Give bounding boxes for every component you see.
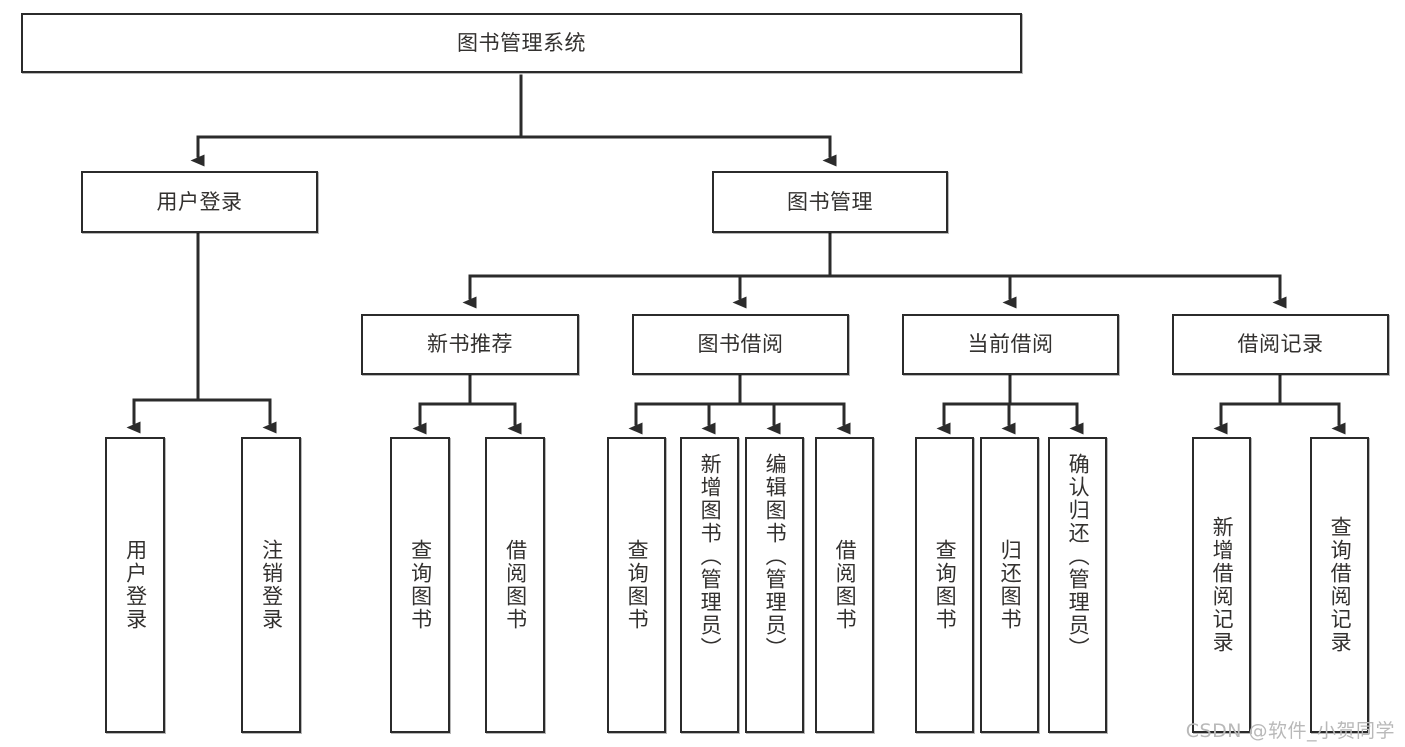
node-new-book-recommend[interactable]: 新书推荐 [361,314,579,375]
leaf-query-book-borrow[interactable]: 查询图书 [607,437,666,733]
node-label: 用户登录 [156,189,243,214]
node-book-borrow[interactable]: 图书借阅 [632,314,849,375]
leaf-label: 归还图书 [998,539,1023,631]
node-label: 图书管理系统 [457,30,586,55]
leaf-label: 新增借阅记录 [1210,516,1235,654]
node-borrow-records[interactable]: 借阅记录 [1172,314,1389,375]
leaf-label: 新增图书（管理员） [698,453,723,660]
leaf-borrow-book[interactable]: 借阅图书 [815,437,874,733]
leaf-label: 查询图书 [933,539,958,631]
leaf-label: 查询借阅记录 [1328,516,1353,654]
node-label: 新书推荐 [427,332,513,356]
node-user-login[interactable]: 用户登录 [81,171,318,233]
leaf-label: 编辑图书（管理员） [763,453,788,660]
leaf-edit-book-admin[interactable]: 编辑图书（管理员） [745,437,804,733]
node-label: 当前借阅 [967,332,1054,356]
leaf-add-book-admin[interactable]: 新增图书（管理员） [680,437,739,733]
leaf-label: 借阅图书 [503,539,528,631]
leaf-label: 确认归还（管理员） [1066,453,1091,660]
leaf-label: 查询图书 [408,539,433,631]
leaf-query-book-recommend[interactable]: 查询图书 [390,437,450,733]
node-label: 图书借阅 [697,332,784,356]
leaf-label: 查询图书 [625,539,650,631]
node-label: 借阅记录 [1237,332,1324,356]
leaf-label: 借阅图书 [833,539,858,631]
node-current-borrow[interactable]: 当前借阅 [902,314,1119,375]
leaf-return-book[interactable]: 归还图书 [980,437,1039,733]
node-root-system[interactable]: 图书管理系统 [21,13,1022,73]
node-book-management[interactable]: 图书管理 [712,171,948,233]
leaf-logout[interactable]: 注销登录 [241,437,301,733]
node-label: 图书管理 [787,189,873,214]
leaf-label: 注销登录 [259,539,284,631]
leaf-user-login[interactable]: 用户登录 [105,437,165,733]
leaf-query-borrow-record[interactable]: 查询借阅记录 [1310,437,1369,733]
leaf-query-book-current[interactable]: 查询图书 [915,437,974,733]
leaf-add-borrow-record[interactable]: 新增借阅记录 [1192,437,1251,733]
leaf-confirm-return-admin[interactable]: 确认归还（管理员） [1048,437,1107,733]
leaf-borrow-book-recommend[interactable]: 借阅图书 [485,437,545,733]
leaf-label: 用户登录 [123,539,148,631]
